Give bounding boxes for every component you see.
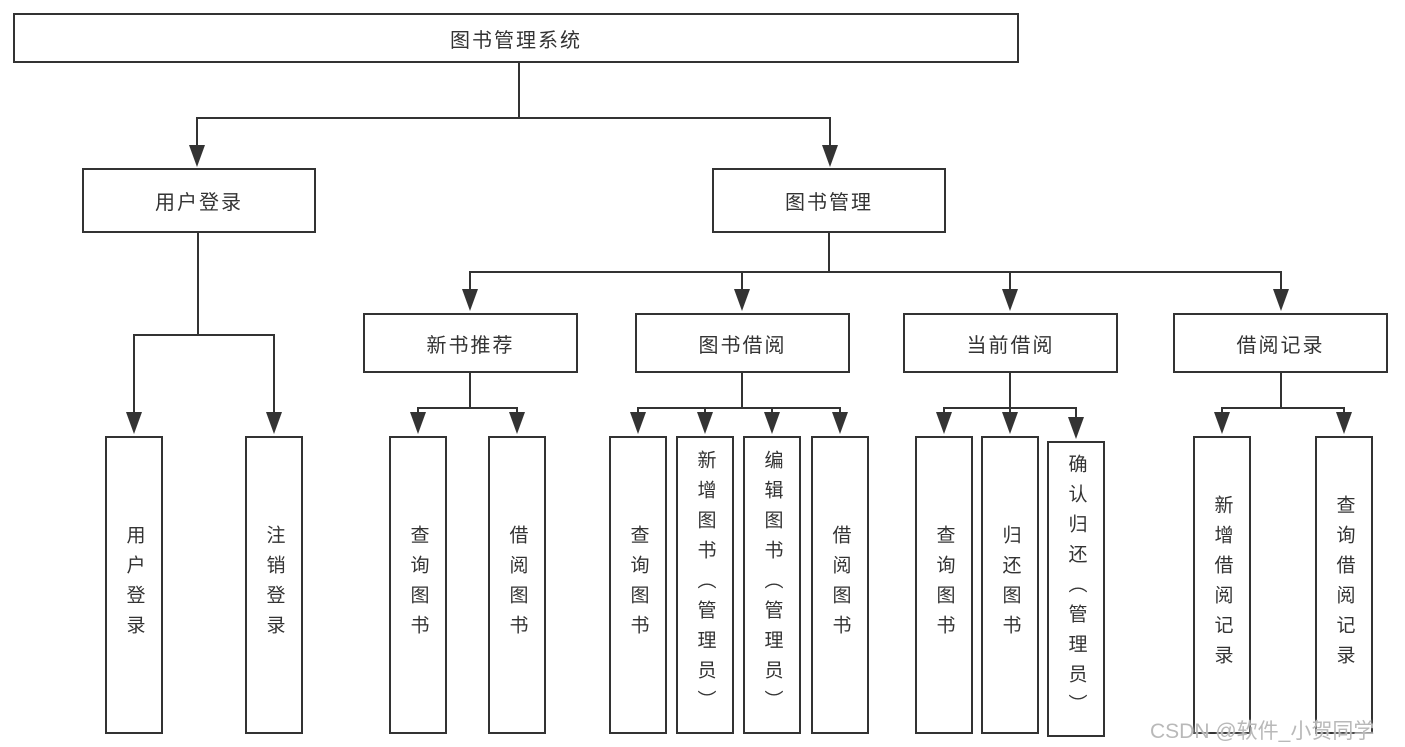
leaf-add-book-admin: 新增图书（管理员）: [676, 436, 734, 734]
arrow-down-icon: [832, 412, 848, 434]
connector-hline: [417, 407, 518, 409]
leaf-add-borrow-record: 新增借阅记录: [1193, 436, 1251, 734]
arrow-down-icon: [1002, 412, 1018, 434]
arrow-down-icon: [697, 412, 713, 434]
connector-hline: [637, 407, 841, 409]
connector-vline: [469, 272, 471, 294]
arrow-down-icon: [1336, 412, 1352, 434]
arrow-down-icon: [126, 412, 142, 434]
arrow-down-icon: [1214, 412, 1230, 434]
connector-vline: [829, 118, 831, 150]
leaf-query-books-current: 查询图书: [915, 436, 973, 734]
connector-vline: [1280, 373, 1282, 408]
leaf-borrow-books-borrowing: 借阅图书: [811, 436, 869, 734]
leaf-query-borrow-record: 查询借阅记录: [1315, 436, 1373, 734]
arrow-down-icon: [1068, 417, 1084, 439]
node-book-borrowing: 图书借阅: [635, 313, 850, 373]
leaf-query-books-borrowing: 查询图书: [609, 436, 667, 734]
arrow-down-icon: [462, 289, 478, 311]
arrow-down-icon: [189, 145, 205, 167]
arrow-down-icon: [266, 412, 282, 434]
connector-vline: [741, 373, 743, 408]
arrow-down-icon: [1273, 289, 1289, 311]
connector-vline: [518, 62, 520, 118]
connector-vline: [273, 335, 275, 415]
connector-vline: [1009, 373, 1011, 408]
leaf-logout: 注销登录: [245, 436, 303, 734]
connector-vline: [1280, 272, 1282, 294]
node-borrowing-records: 借阅记录: [1173, 313, 1388, 373]
node-book-management: 图书管理: [712, 168, 946, 233]
leaf-edit-book-admin: 编辑图书（管理员）: [743, 436, 801, 734]
node-current-borrowing: 当前借阅: [903, 313, 1118, 373]
arrow-down-icon: [734, 289, 750, 311]
connector-hline: [196, 117, 831, 119]
arrow-down-icon: [410, 412, 426, 434]
watermark: CSDN @软件_小贺同学: [1150, 720, 1375, 743]
connector-hline: [133, 334, 275, 336]
arrow-down-icon: [509, 412, 525, 434]
arrow-down-icon: [936, 412, 952, 434]
arrow-down-icon: [822, 145, 838, 167]
connector-hline: [469, 271, 1282, 273]
node-new-book-recommend: 新书推荐: [363, 313, 578, 373]
leaf-return-books: 归还图书: [981, 436, 1039, 734]
connector-vline: [197, 233, 199, 335]
connector-vline: [741, 272, 743, 294]
connector-hline: [1221, 407, 1345, 409]
node-library-system: 图书管理系统: [13, 13, 1019, 63]
arrow-down-icon: [764, 412, 780, 434]
arrow-down-icon: [630, 412, 646, 434]
leaf-user-login: 用户登录: [105, 436, 163, 734]
arrow-down-icon: [1002, 289, 1018, 311]
node-user-login: 用户登录: [82, 168, 316, 233]
leaf-confirm-return-admin: 确认归还（管理员）: [1047, 441, 1105, 737]
connector-vline: [196, 118, 198, 150]
connector-vline: [133, 335, 135, 415]
connector-vline: [469, 373, 471, 408]
connector-vline: [1009, 272, 1011, 294]
connector-vline: [828, 233, 830, 272]
leaf-borrow-books-recommend: 借阅图书: [488, 436, 546, 734]
leaf-query-books-recommend: 查询图书: [389, 436, 447, 734]
connector-vline: [1075, 408, 1077, 418]
